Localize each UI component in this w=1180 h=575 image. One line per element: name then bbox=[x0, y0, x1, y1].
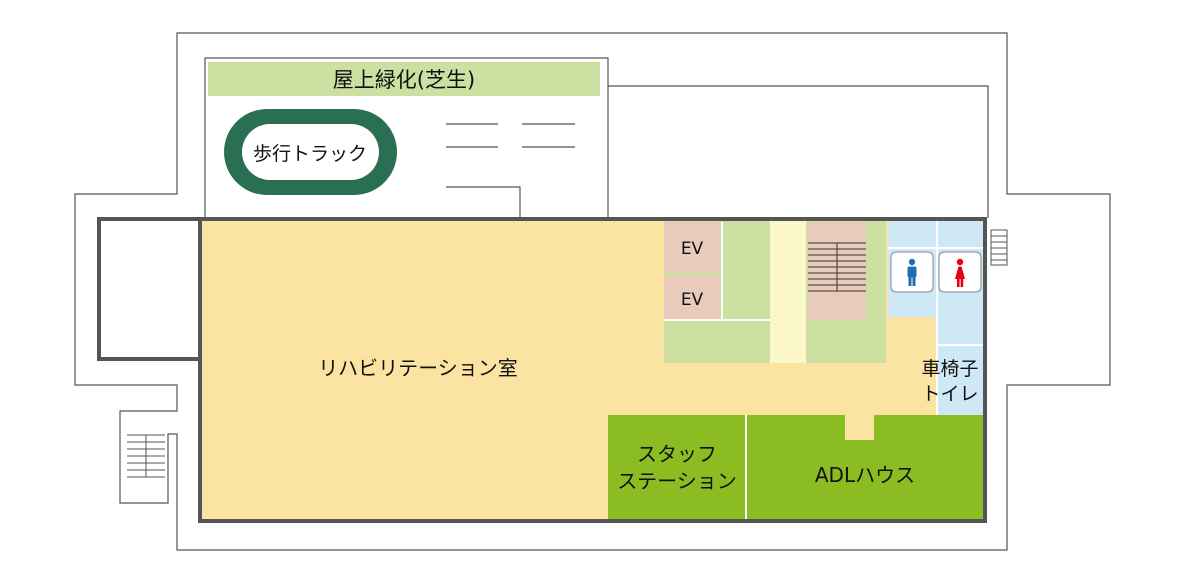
rooftop-title: 屋上緑化(芝生) bbox=[333, 68, 475, 92]
female-toilet-icon bbox=[938, 251, 982, 293]
elevator-2-label: EV bbox=[681, 290, 704, 310]
elevator-1-label: EV bbox=[681, 239, 704, 259]
walking-track-label: 歩行トラック bbox=[253, 143, 367, 165]
male-toilet-icon bbox=[890, 251, 934, 293]
rooftop-line bbox=[446, 186, 521, 218]
elevator-1 bbox=[664, 222, 720, 272]
rooftop-extension bbox=[608, 85, 989, 218]
staff-station-label-1: スタッフ bbox=[637, 442, 717, 466]
wheelchair-toilet-label-1: 車椅子 bbox=[921, 358, 978, 380]
stair-steps bbox=[808, 242, 866, 292]
wheelchair-toilet-area bbox=[937, 317, 985, 415]
right-staircase bbox=[990, 229, 1008, 266]
wheelchair-toilet-label-2: トイレ bbox=[921, 383, 978, 405]
outer-outline bbox=[74, 32, 1111, 551]
staff-station bbox=[608, 415, 745, 521]
left-staircase bbox=[127, 434, 165, 478]
left-annex bbox=[97, 217, 202, 361]
walking-track-inner bbox=[242, 124, 379, 180]
rooftop-title-band bbox=[208, 62, 600, 96]
adl-house-label: ADLハウス bbox=[815, 463, 915, 487]
main-floor-border bbox=[198, 217, 987, 523]
staff-station-label-2: ステーション bbox=[617, 469, 737, 493]
elevator-2 bbox=[664, 275, 720, 320]
rehab-room-label: リハビリテーション室 bbox=[318, 356, 518, 380]
corridor-strip bbox=[770, 219, 806, 363]
adl-house bbox=[747, 415, 985, 521]
